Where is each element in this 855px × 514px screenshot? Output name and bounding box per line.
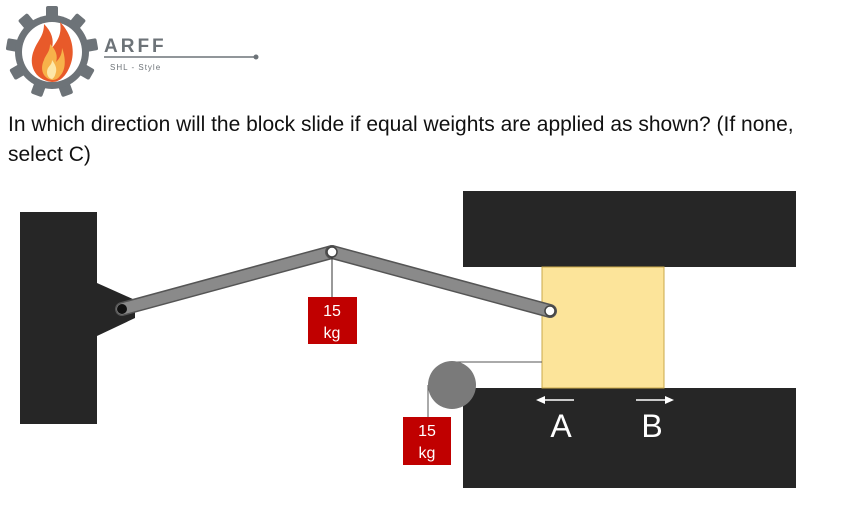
pulley	[428, 361, 476, 409]
question-text: In which direction will the block slide …	[8, 113, 794, 166]
logo-tagline: SHL - Style	[110, 63, 161, 72]
lower-weight-value: 15	[418, 423, 436, 440]
upper-weight-unit: kg	[324, 325, 341, 342]
upper-weight	[308, 297, 357, 344]
lower-guide	[463, 388, 796, 488]
logo-brand: ARFF	[104, 36, 167, 57]
logo-divider-dot	[253, 54, 259, 60]
top-pivot	[326, 246, 338, 258]
upper-weight-value: 15	[323, 303, 341, 320]
arff-logo: ARFF SHL - Style	[5, 6, 259, 97]
arrow-right-icon	[636, 396, 674, 404]
left-wall	[20, 212, 97, 424]
wall-pivot	[117, 304, 127, 314]
block-pivot	[544, 305, 556, 317]
option-b-label: B	[641, 408, 662, 444]
lower-weight-unit: kg	[419, 445, 436, 462]
arrow-left-icon	[536, 396, 574, 404]
mechanics-diagram: 15 kg 15 kg A B	[20, 191, 796, 488]
flame-icon	[31, 22, 73, 82]
option-a-label: A	[550, 408, 572, 444]
lower-weight	[403, 417, 451, 465]
upper-guide	[463, 191, 796, 267]
sliding-block	[541, 266, 665, 389]
